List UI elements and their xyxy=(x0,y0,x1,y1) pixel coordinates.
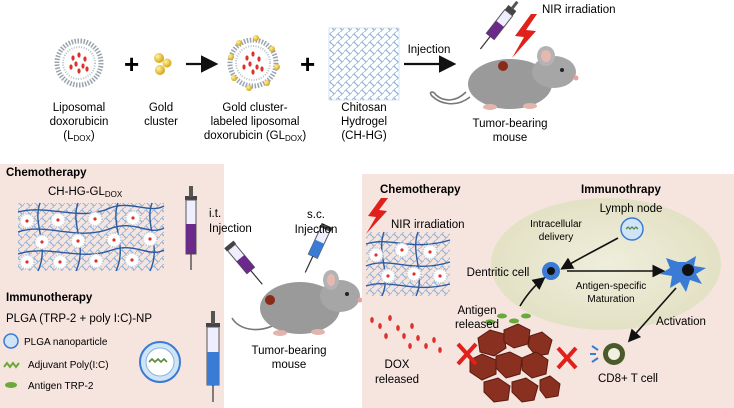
adjuvant-icon xyxy=(3,361,20,369)
antigen-released-line1: Antigen xyxy=(457,305,496,317)
nanoparticle-icon xyxy=(620,217,644,241)
liposome-label-line1: Liposomal xyxy=(53,102,105,114)
nir-label: NIR irradiation xyxy=(542,4,616,16)
lightning-icon xyxy=(366,198,388,234)
gold-label-line1: Gold xyxy=(149,102,173,114)
injection-label: Injection xyxy=(408,44,451,56)
dox-released-line1: DOX xyxy=(385,359,410,371)
nanoparticle-icon xyxy=(139,341,181,383)
chemo-title: Chemotherapy xyxy=(6,167,87,179)
mouse-icon xyxy=(231,270,363,336)
lymph-node-region xyxy=(491,198,721,330)
legend-antigen: Antigen TRP-2 xyxy=(28,381,94,392)
plus-sign: + xyxy=(124,49,139,79)
gold-liposome-icon xyxy=(227,35,280,91)
immuno-panel xyxy=(0,290,224,408)
arrow xyxy=(519,277,546,307)
mouse-label-line2: mouse xyxy=(493,132,528,144)
cd8-t-cell-icon xyxy=(590,343,625,365)
liposome-label-line3: (LDOX) xyxy=(63,130,95,143)
syringe-icon xyxy=(206,311,220,402)
it-label-line2: Injection xyxy=(209,223,252,235)
mouse-label-line1: Tumor-bearing xyxy=(473,118,548,130)
lightning-icon xyxy=(512,14,537,58)
it-label-line1: i.t. xyxy=(209,208,221,220)
lymph-node-label: Lymph node xyxy=(600,203,663,215)
hydrogel-icon xyxy=(328,27,400,101)
cell-kill-mark xyxy=(456,342,478,366)
right-nir-label: NIR irradiation xyxy=(391,219,465,231)
liposome-icon xyxy=(54,38,104,88)
dox-released-line2: released xyxy=(375,374,419,386)
syringe-icon xyxy=(224,240,263,285)
hydrogel-liposome-matrix xyxy=(17,202,165,272)
dox-particles xyxy=(370,315,442,353)
right-immuno-title: Immunothrapy xyxy=(581,184,661,196)
np-label: PLGA (TRP-2 + poly I:C)-NP xyxy=(6,313,152,325)
sc-label-line1: s.c. xyxy=(307,209,325,221)
hydrogel-liposome-matrix xyxy=(365,231,451,297)
immuno-title: Immunotherapy xyxy=(6,292,93,304)
liposome-label-line2: doxorubicin xyxy=(50,116,109,128)
maturation-label-line1: Antigen-specific xyxy=(576,281,647,292)
legend-adjuvant: Adjuvant Poly(I:C) xyxy=(28,360,109,371)
intracellular-label-line1: Intracellular xyxy=(530,219,582,230)
sc-label-line2: Injection xyxy=(295,224,338,236)
syringe-icon xyxy=(304,222,333,273)
hydrogel-label-line1: Chitosan xyxy=(341,102,386,114)
right-chemo-title: Chemotherapy xyxy=(380,184,461,196)
maturation-label-line2: Maturation xyxy=(587,294,634,305)
gel-label: CH-HG-GLDOX xyxy=(48,186,123,199)
cd8-label: CD8+ T cell xyxy=(598,373,658,385)
gl-label-line1: Gold cluster- xyxy=(222,102,287,114)
syringe-icon xyxy=(479,0,519,50)
gl-label-line3: doxorubicin (GLDOX) xyxy=(204,130,307,143)
legend-plga: PLGA nanoparticle xyxy=(24,337,108,348)
plga-nanoparticle-icon xyxy=(3,333,19,349)
hydrogel-label-line3: (CH-HG) xyxy=(341,130,387,142)
dendritic-cell-label: Dentritic cell xyxy=(467,267,530,279)
mouse-icon xyxy=(429,46,579,110)
dendritic-cell-icon xyxy=(542,262,560,280)
arrow xyxy=(627,287,677,343)
tumor-cells xyxy=(469,323,561,403)
mature-dendritic-cell-icon xyxy=(660,256,706,292)
cell-kill-mark xyxy=(556,346,578,370)
mouse2-label-line2: mouse xyxy=(272,359,307,371)
hydrogel-label-line2: Hydrogel xyxy=(341,116,387,128)
gold-cluster-icon xyxy=(154,53,172,75)
arrow xyxy=(560,237,619,270)
gold-label-line2: cluster xyxy=(144,116,178,128)
antigen-released-line2: released xyxy=(455,319,499,331)
gl-label-line2: labeled liposomal xyxy=(211,116,300,128)
syringe-icon xyxy=(185,186,197,270)
activation-label: Activation xyxy=(656,316,706,328)
plus-sign: + xyxy=(300,49,315,79)
mouse2-label-line1: Tumor-bearing xyxy=(252,345,327,357)
intracellular-label-line2: delivery xyxy=(539,232,573,243)
tumor-antigen-dots xyxy=(485,313,531,325)
antigen-icon xyxy=(5,382,17,388)
